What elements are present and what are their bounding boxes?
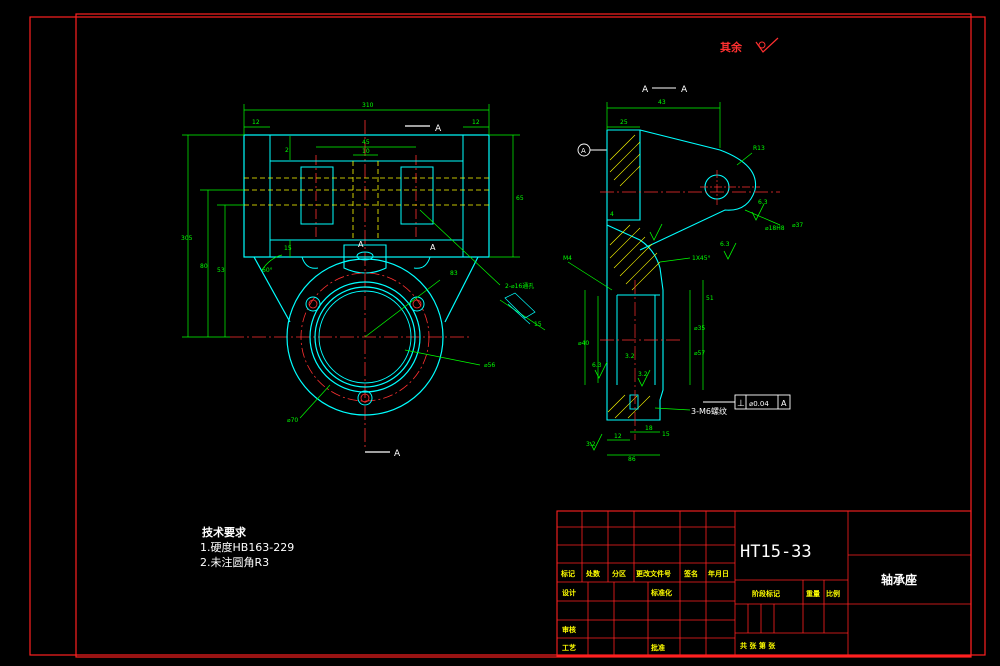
dim-side-small: 4 (610, 211, 614, 218)
tb-sheets: 共 张 第 张 (740, 641, 776, 650)
rough-1: 6.3 (758, 199, 768, 206)
title-block: 标记 处数 分区 更改文件号 签名 年月日 设计 标准化 审核 工艺 批准 阶段… (556, 510, 972, 657)
hole-note: 2-⌀16通孔 (505, 282, 534, 290)
tb-header-2: 分区 (612, 569, 626, 578)
rough-6: 3.2 (586, 441, 596, 448)
dim-top-width: 43 (658, 99, 666, 106)
dim-top-small: 2 (285, 147, 289, 154)
dim-left-flange: 12 (252, 119, 260, 126)
section-mark-bottom: A (394, 449, 401, 459)
rough-4: 3.2 (638, 371, 648, 378)
dim-overall-width: 310 (362, 102, 374, 109)
dim-side: 83 (450, 270, 458, 277)
tb-header-0: 标记 (560, 569, 575, 578)
dim-angle: 60° (262, 267, 273, 274)
dim-detail: 15 (534, 321, 542, 328)
tb-weight: 重量 (806, 589, 820, 598)
tolerance-datum: A (781, 399, 787, 408)
tolerance-frame: ⊥ ⌀0.04 A (703, 394, 791, 410)
dim-right-h: 51 (706, 295, 714, 302)
tb-scale: 比例 (826, 589, 840, 598)
rough-2: 6.3 (720, 241, 730, 248)
dim-chamfer: 1X45° (692, 255, 711, 262)
dim-height-c: ⌀35 (694, 325, 705, 332)
tb-process: 工艺 (562, 643, 576, 652)
dim-bore: ⌀37 (792, 222, 803, 229)
roughness-label: 其余 (720, 40, 743, 54)
roughness-symbol: 其余 (720, 37, 779, 54)
tolerance-symbol: ⊥ (737, 399, 745, 409)
dim-bore-dia: ⌀56 (484, 362, 495, 369)
inner-frame (75, 13, 972, 658)
tech-line-2: 2.未注圆角R3 (200, 555, 269, 569)
tech-title: 技术要求 (202, 525, 247, 539)
front-view: A A A A (181, 102, 546, 459)
dim-slot-inner: 10 (362, 148, 370, 155)
drawing-number: HT15-33 (740, 542, 812, 562)
dim-outer-dia: ⌀70 (287, 417, 298, 424)
dim-height-b: ⌀57 (694, 350, 705, 357)
dim-h4: 15 (284, 245, 292, 252)
dim-bore-tol: ⌀18H8 (765, 225, 785, 232)
tb-header-4: 签名 (683, 569, 698, 578)
side-view: A A A (563, 85, 803, 463)
tb-design: 设计 (562, 588, 576, 597)
dim-h3: 53 (217, 267, 225, 274)
tech-line-1: 1.硬度HB163-229 (200, 540, 294, 554)
section-mark-top: A (358, 240, 364, 249)
tech-requirements: 技术要求 1.硬度HB163-229 2.未注圆角R3 (200, 525, 294, 569)
dim-bottom-w2: 86 (628, 456, 636, 463)
tb-header-3: 更改文件号 (636, 569, 671, 578)
outer-frame (29, 16, 986, 656)
section-title-right: A (681, 85, 688, 95)
part-name: 轴承座 (881, 572, 917, 587)
dim-total-height: 305 (181, 235, 193, 242)
tb-approve: 批准 (651, 643, 665, 652)
dim-slot-width: 45 (362, 139, 370, 146)
tb-header-1: 处数 (585, 569, 601, 578)
tolerance-value: ⌀0.04 (749, 400, 769, 408)
tb-stage-mark: 阶段标记 (752, 589, 780, 598)
dim-height-a: ⌀40 (578, 340, 589, 347)
dim-thread: M4 (563, 255, 572, 262)
section-mark-left: A (430, 243, 436, 252)
datum-label: A (581, 147, 586, 155)
rough-5: 3.2 (625, 353, 635, 360)
screw-note: 3-M6螺纹 (691, 406, 727, 416)
tb-review: 审核 (562, 625, 576, 634)
dim-neck: 25 (620, 119, 628, 126)
dim-small-h: 15 (662, 431, 670, 438)
dim-right-height: 65 (516, 195, 524, 202)
dim-h2: 80 (200, 263, 208, 270)
dim-bottom-w1: 18 (645, 425, 653, 432)
section-mark-right: A (435, 124, 442, 134)
dim-right-flange: 12 (472, 119, 480, 126)
tb-header-5: 年月日 (708, 569, 729, 578)
dim-bottom-w3: 12 (614, 433, 622, 440)
dim-radius: R13 (753, 145, 765, 152)
rough-3: 6.3 (592, 362, 602, 369)
section-title-left: A (642, 85, 649, 95)
tb-standardization: 标准化 (650, 588, 672, 597)
